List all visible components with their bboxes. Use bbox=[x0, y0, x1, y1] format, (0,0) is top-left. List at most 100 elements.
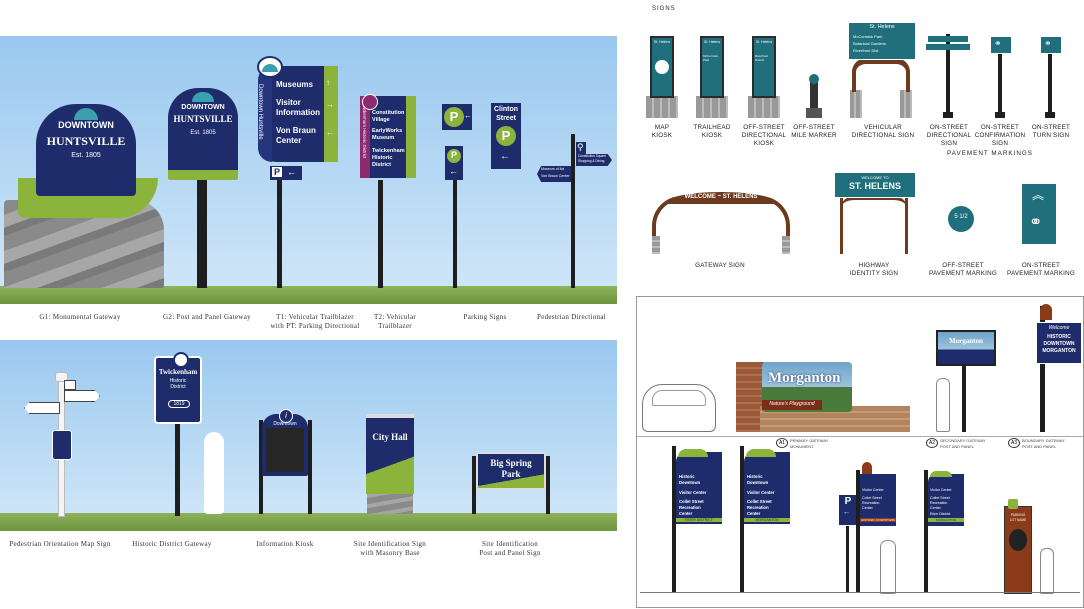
bicycle-icon: ⚭ bbox=[1044, 38, 1052, 48]
turn-foot bbox=[1045, 112, 1055, 118]
welcome-finial bbox=[1040, 304, 1052, 320]
bigspring-post-left bbox=[472, 456, 476, 514]
vds-base-right bbox=[900, 90, 912, 118]
arrow-left-icon: ← bbox=[464, 111, 472, 120]
left-top-grass bbox=[0, 286, 617, 304]
t2-item-3: Museum bbox=[372, 135, 395, 141]
offstreet-sub: Riverfront District bbox=[755, 54, 769, 62]
arrow-left-icon: ← bbox=[843, 509, 850, 516]
t2-item-2: EarlyWorks bbox=[372, 128, 403, 134]
t2-item-6: District bbox=[372, 162, 391, 168]
ped-dir-a: Museum of Art bbox=[541, 167, 565, 171]
dir4-wave bbox=[930, 471, 952, 477]
cap-osd-0: ON-STREET bbox=[929, 124, 969, 131]
g1-line3: Est. 1805 bbox=[71, 152, 101, 159]
confirm-post bbox=[998, 46, 1002, 116]
label-a2-l1: SECONDARY GATEWAY bbox=[940, 438, 986, 443]
rb-ground bbox=[640, 592, 1080, 593]
osd-post bbox=[946, 34, 950, 116]
label-a1-l1: PRIMARY GATEWAY bbox=[790, 438, 829, 443]
dir1-post bbox=[672, 446, 676, 592]
historic-panel: Twickenham Historic District 1819 bbox=[154, 352, 202, 424]
bigspring-l2: Park bbox=[501, 469, 521, 479]
trailhead-title: St. Helens bbox=[703, 40, 721, 44]
caption-t1b: with PT: Parking Directional bbox=[270, 322, 360, 330]
cap-trailhead-0: TRAILHEAD bbox=[693, 124, 731, 131]
dir1-wave bbox=[678, 449, 708, 457]
confirm-foot bbox=[995, 112, 1005, 118]
bicycle-icon: ⚭ bbox=[994, 38, 1002, 48]
offstreet-marking: 5 1/2 bbox=[948, 206, 974, 232]
t1-item-3: Von Braun bbox=[276, 126, 316, 135]
confirm-panel: ⚭ bbox=[990, 36, 1012, 54]
vds-panel: St. Helens McCormick Park Botanical Gard… bbox=[848, 22, 916, 60]
t1-vertical-band bbox=[258, 66, 272, 162]
ped-dir-d: Shopping & Dining bbox=[578, 159, 605, 163]
arrow-right-icon: → bbox=[326, 100, 334, 109]
t2-maroon-band bbox=[360, 96, 370, 178]
dir4-item-0: Visitor Center bbox=[930, 488, 952, 492]
rb-parking-letter: P bbox=[844, 496, 852, 507]
cap-gateway: GATEWAY SIGN bbox=[680, 262, 760, 270]
cap-turn-0: ON-STREET bbox=[1031, 124, 1071, 131]
bigspring-l1: Big Spring bbox=[490, 458, 532, 468]
dir4-footer: MORGANTON bbox=[928, 518, 964, 522]
parking-square-2: P ← bbox=[445, 146, 463, 180]
wave-logo-icon bbox=[74, 108, 98, 120]
cap-offstreet-0: OFF-STREET bbox=[743, 124, 785, 131]
city-hall-panel: City Hall bbox=[366, 414, 414, 494]
t1-post bbox=[277, 180, 282, 288]
gateway-text: WELCOME ~ ST. HELENS bbox=[684, 194, 758, 200]
arrow-up-icon: ↑ bbox=[326, 78, 330, 87]
cap-highway-0: HIGHWAY bbox=[858, 262, 890, 269]
vds-title: St. Helens bbox=[869, 24, 895, 30]
signs-header: SIGNS bbox=[652, 6, 676, 12]
ped-map-blade-3 bbox=[24, 402, 60, 414]
dir4-item-3: Center bbox=[930, 506, 941, 510]
mile-marker-disc bbox=[809, 74, 819, 84]
parking-square-1: P ← bbox=[442, 104, 472, 130]
dir1-item-5: Center bbox=[679, 511, 693, 516]
vds-posts bbox=[852, 58, 910, 92]
bicycle-icon: ⚭ bbox=[1029, 214, 1043, 231]
rb-person bbox=[880, 540, 896, 594]
g2-line3: Est. 1805 bbox=[190, 130, 216, 136]
dir3-footer: HISTORIC DOWNTOWN bbox=[860, 518, 896, 522]
t2-item-1: Village bbox=[372, 117, 390, 123]
cap-vds-0: VEHICULAR bbox=[864, 124, 902, 131]
arrow-left-icon: ← bbox=[500, 151, 510, 162]
kiosk-l1: Downtown bbox=[273, 421, 297, 427]
lot-l2: LOT NAME bbox=[1009, 518, 1027, 522]
caption-ped-dir: Pedestrian Directional bbox=[537, 313, 606, 321]
cap-mile-0: OFF-STREET bbox=[793, 124, 835, 131]
gateway-base-left bbox=[652, 236, 660, 254]
rb-parking-post bbox=[846, 510, 849, 592]
osd-blade-2 bbox=[926, 44, 970, 50]
caption-g2: G2: Post and Panel Gateway bbox=[163, 313, 251, 321]
ped-map-finial bbox=[55, 372, 68, 382]
dir4-panel: Visitor Center Collet Street Recreation … bbox=[928, 471, 964, 526]
dir1-footer: RIVER DISTRICT bbox=[676, 518, 722, 522]
t1-item-0: Museums bbox=[276, 80, 313, 89]
ped-map-blade-1 bbox=[64, 380, 76, 390]
dir3-item-1: Collet Street bbox=[862, 496, 882, 500]
parking-post-1 bbox=[453, 180, 457, 288]
rb-divider bbox=[637, 436, 1083, 437]
left-bottom-grass bbox=[0, 513, 617, 531]
g2-line2: HUNTSVILLE bbox=[173, 114, 233, 124]
ped-dir-c: Constitution Square bbox=[578, 154, 606, 158]
t2-item-5: Historic bbox=[372, 155, 393, 161]
secondary-text: Morganton bbox=[949, 337, 983, 345]
t2-post bbox=[378, 180, 383, 288]
t1-wave-badge bbox=[257, 56, 283, 78]
ped-dir-blade-right: Constitution Square Shopping & Dining bbox=[576, 154, 612, 166]
morganton-text: Morganton bbox=[768, 370, 841, 386]
t2-item-4: Twickenham bbox=[372, 148, 405, 154]
vds-item-2: Riverfront Dist bbox=[853, 48, 879, 53]
offstreet-title: St. Helens bbox=[755, 40, 773, 44]
